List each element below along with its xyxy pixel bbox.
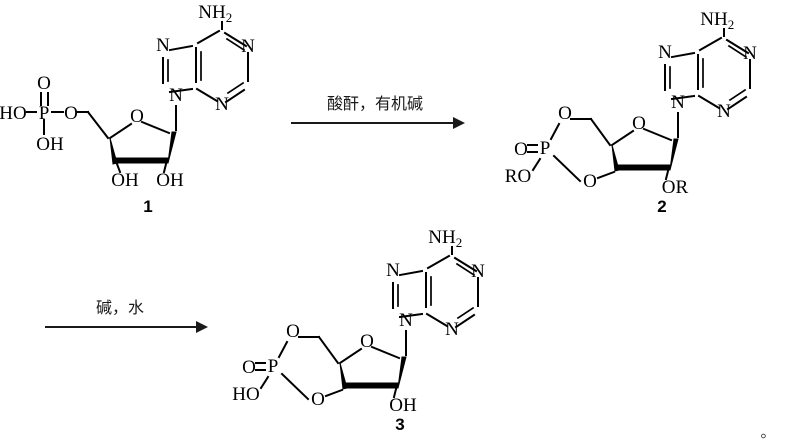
compound-2-phosphate-group: P O RO (505, 122, 582, 187)
compound-3-n3-label: N (445, 319, 459, 340)
compound-3-amine-subscript: 2 (456, 235, 463, 250)
compound-1-n1-label: N (241, 36, 255, 57)
compound-1-adenine-ring (162, 29, 249, 104)
reaction-1-arrow: 酸酐，有机碱 (291, 94, 465, 129)
compound-2-n1-label: N (743, 43, 757, 64)
compound-3-ribose-ring: O (338, 331, 407, 390)
reaction-1-conditions-label: 酸酐，有机碱 (327, 94, 423, 113)
compound-1-ribose-ring: O (108, 106, 177, 165)
compound-1-n7-label: N (156, 35, 170, 56)
compound-2-structure: NH 2 N N N N O OR O O P (505, 9, 757, 216)
compound-3-2prime-oh-label: OH (389, 395, 417, 416)
compound-3-number-label: 3 (395, 415, 404, 434)
compound-3-cyclic-oxygen-top-label: O (286, 321, 300, 342)
compound-2-phosphorus-label: P (540, 138, 551, 159)
compound-2-phosphoryl-oxygen-label: O (514, 139, 528, 160)
compound-1-phosphate-oh-label: OH (36, 134, 64, 155)
footer-period: 。 (760, 423, 775, 441)
compound-3-amine-label: NH (428, 227, 456, 248)
compound-1-phosphorus-label: P (39, 103, 50, 124)
compound-2-ribose-ring: O (610, 113, 679, 172)
compound-1-phosphoryl-oxygen-label: O (37, 73, 51, 94)
compound-1-n9-label: N (169, 85, 183, 106)
compound-3-phosphate-ho-label: HO (232, 384, 259, 405)
compound-2-ring-oxygen-label: O (632, 113, 646, 134)
compound-3-phosphoryl-oxygen-label: O (242, 357, 256, 378)
compound-3-n9-label: N (399, 310, 413, 331)
compound-2-amine-label: NH (700, 9, 728, 30)
compound-1-2prime-oh-label: OH (156, 170, 184, 191)
compound-3-phosphate-group: P O HO (232, 340, 310, 405)
compound-1-ester-oxygen-label: O (64, 103, 78, 124)
compound-2-amine-subscript: 2 (728, 17, 735, 32)
compound-2-phosphate-ro-label: RO (505, 166, 531, 187)
reaction-2-conditions-label: 碱，水 (96, 298, 144, 317)
compound-3-n1-label: N (471, 261, 485, 282)
compound-3-structure: NH 2 N N N N O OH O O P (232, 227, 485, 434)
compound-3-ring-oxygen-label: O (360, 331, 374, 352)
compound-1-structure: NH 2 N N N N O OH OH O (0, 2, 255, 216)
compound-2-n3-label: N (717, 101, 731, 122)
reaction-2-arrow: 碱，水 (45, 298, 208, 333)
compound-3-adenine-ring (392, 254, 479, 329)
compound-1-n3-label: N (215, 94, 229, 115)
compound-3-cyclic-oxygen-bottom-label: O (311, 389, 325, 410)
compound-2-number-label: 2 (657, 197, 666, 216)
compound-2-cyclic-oxygen-top-label: O (558, 103, 572, 124)
compound-2-2prime-or-label: OR (662, 177, 689, 198)
compound-2-n7-label: N (658, 42, 672, 63)
compound-1-phosphate-ho-label: HO (0, 103, 27, 124)
compound-1-number-label: 1 (143, 197, 152, 216)
compound-1-amine-subscript: 2 (226, 10, 233, 25)
compound-2-cyclic-oxygen-bottom-label: O (583, 171, 597, 192)
compound-1-phosphate-group: P O OH HO (0, 73, 64, 155)
compound-3-n7-label: N (386, 260, 400, 281)
compound-2-n9-label: N (671, 92, 685, 113)
compound-1-3prime-oh-label: OH (111, 170, 139, 191)
compound-1-amine-label: NH (198, 2, 226, 23)
compound-2-adenine-ring (664, 36, 751, 111)
compound-1-ring-oxygen-label: O (130, 106, 144, 127)
compound-3-phosphorus-label: P (268, 356, 279, 377)
